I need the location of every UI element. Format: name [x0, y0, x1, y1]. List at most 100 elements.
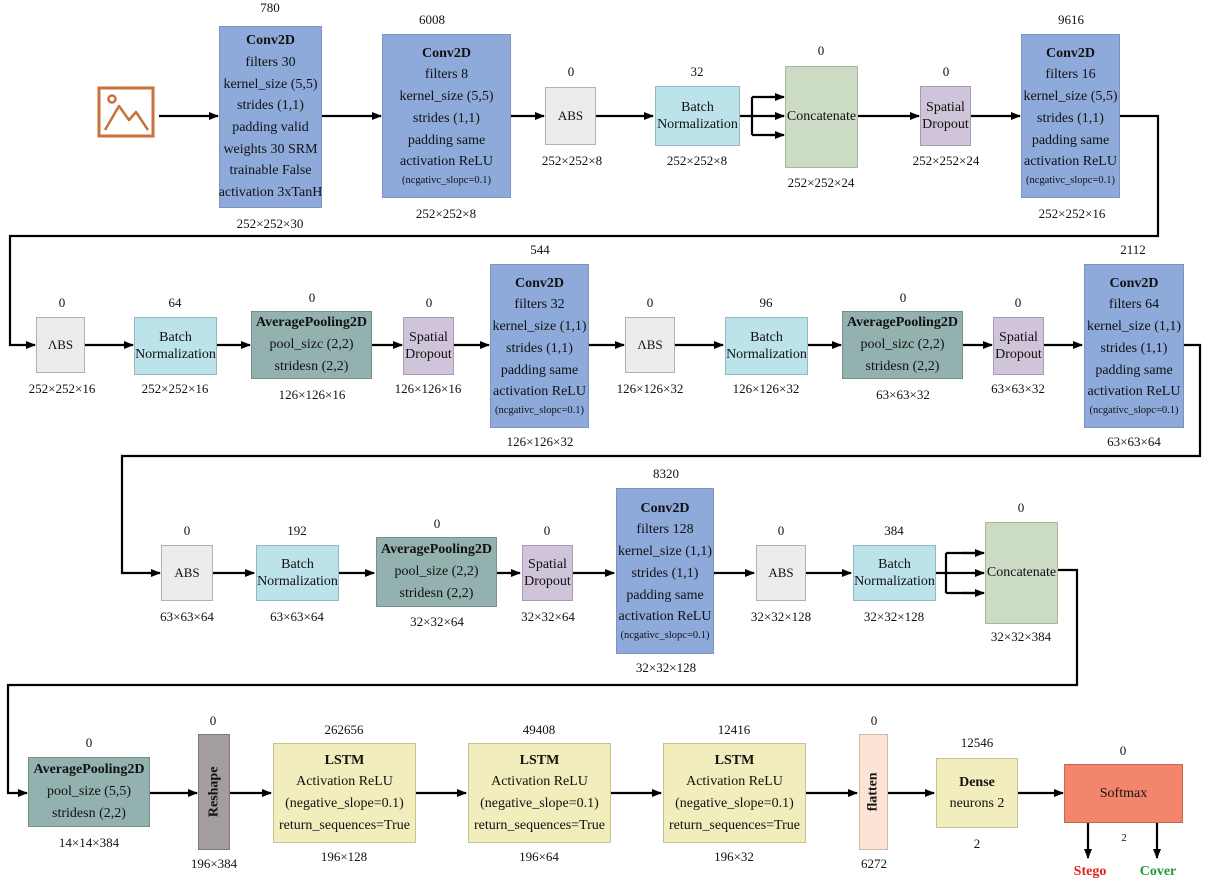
- abs3-shape: 126×126×32: [616, 381, 684, 396]
- sd2-line: Spatial: [409, 329, 448, 345]
- conv3-note: (ncgativc_slopc=0.1): [1025, 174, 1116, 186]
- conv2-line: strides (1,1): [413, 110, 480, 126]
- conv4-line: activation ReLU: [493, 384, 586, 400]
- sd1-params: 0: [942, 64, 950, 79]
- dense-params: 12546: [960, 735, 994, 750]
- sd4-params: 0: [543, 523, 551, 538]
- bn2-shape: 252×252×16: [141, 381, 209, 396]
- flatten-label: flatten: [865, 772, 881, 812]
- conv3-line: strides (1,1): [1037, 110, 1104, 126]
- conv2-line: kernel_size (5,5): [399, 89, 494, 105]
- lstm3-shape: 196×32: [714, 849, 754, 864]
- abs1-shape: 252×252×8: [541, 153, 603, 168]
- pool1-shape: 126×126×16: [278, 387, 346, 402]
- conv1-line: padding valid: [232, 120, 309, 135]
- pool2-shape: 63×63×32: [876, 387, 930, 402]
- conv2-note: (ncgativc_slopc=0.1): [401, 174, 492, 186]
- sd3-shape: 63×63×32: [991, 381, 1045, 396]
- conv2d-block-5: Conv2D filters 64 kernel_size (1,1) stri…: [1084, 264, 1184, 428]
- lstm-block-3: LSTM Activation ReLU (negative_slope=0.1…: [663, 743, 806, 843]
- sd2-params: 0: [425, 295, 433, 310]
- conv1-line: strides (1,1): [237, 98, 304, 114]
- abs5-shape: 32×32×128: [750, 609, 812, 624]
- bn5-params: 384: [884, 523, 904, 538]
- sd1-line: Spatial: [926, 99, 965, 115]
- bn1-params: 32: [690, 64, 704, 79]
- bn2-line: Batch: [159, 329, 192, 345]
- conv3-shape: 252×252×16: [1038, 206, 1106, 221]
- conv2-params: 6008: [419, 12, 445, 27]
- softmax-label: Softmax: [1099, 785, 1148, 801]
- concat1-label: Concatenate: [786, 109, 857, 125]
- lstm3-line: return_sequences=True: [668, 817, 800, 833]
- batch-norm-block-3: Batch Normalization: [725, 317, 808, 375]
- conv2d-block-2: Conv2D filters 8 kernel_size (5,5) strid…: [382, 34, 511, 198]
- pool4-title: AveragePooling2D: [33, 762, 145, 778]
- bn2-line: Normalization: [135, 347, 216, 362]
- reshape-label: Reshape: [206, 766, 222, 818]
- abs2-shape: 252×252×16: [28, 381, 96, 396]
- conv5-line: filters 64: [1108, 297, 1160, 313]
- spatial-dropout-block-4: Spatial Dropout: [522, 545, 573, 601]
- conv2-shape: 252×252×8: [415, 206, 477, 221]
- lstm3-params: 12416: [717, 722, 751, 737]
- average-pooling-block-4: AveragePooling2D pool_size (5,5) strides…: [28, 757, 150, 827]
- conv4-line: padding same: [500, 362, 579, 378]
- dense-block: Dense neurons 2: [936, 758, 1018, 828]
- pool3-shape: 32×32×64: [410, 614, 464, 629]
- pool4-line: stridesn (2,2): [52, 805, 126, 821]
- conv1-line: filters 30: [245, 54, 296, 70]
- conv3-line: kernel_size (5,5): [1023, 89, 1118, 105]
- abs-block-5: ABS: [756, 545, 806, 601]
- conv4-title: Conv2D: [514, 275, 564, 291]
- pool2-line: pool_sizc (2,2): [860, 337, 945, 353]
- image-icon: [97, 86, 155, 138]
- softmax-params: 0: [1119, 743, 1127, 758]
- spatial-dropout-block-3: Spatial Dropout: [993, 317, 1044, 375]
- dense-shape: 2: [973, 836, 981, 851]
- conv2d-block-4: Conv2D filters 32 kernel_size (1,1) stri…: [490, 264, 589, 428]
- abs-block-2: ΛBS: [36, 317, 85, 373]
- pool2-title: AveragePooling2D: [847, 315, 958, 331]
- conv1-line: weights 30 SRM: [223, 141, 318, 157]
- stego-output-label: Stego: [1073, 864, 1107, 879]
- conv1-line: activation 3xTanH: [218, 185, 323, 201]
- abs1-label: ABS: [557, 107, 584, 123]
- sd2-shape: 126×126×16: [394, 381, 462, 396]
- abs5-params: 0: [777, 523, 785, 538]
- conv6-shape: 32×32×128: [635, 660, 697, 675]
- conv6-params: 8320: [653, 466, 679, 481]
- lstm3-title: LSTM: [714, 752, 755, 768]
- lstm2-line: return_sequences=True: [473, 817, 605, 833]
- abs4-shape: 63×63×64: [160, 609, 214, 624]
- pool3-line: pool_size (2,2): [394, 564, 479, 580]
- lstm2-params: 49408: [522, 722, 556, 737]
- conv1-line: kernel_size (5,5): [223, 76, 318, 92]
- lstm1-params: 262656: [324, 722, 364, 737]
- conv1-params: 780: [260, 0, 280, 15]
- bn3-shape: 126×126×32: [732, 381, 800, 396]
- conv6-line: kernel_size (1,1): [617, 544, 713, 560]
- sd4-line: Dropout: [524, 574, 571, 589]
- lstm2-line: Activation ReLU: [491, 774, 588, 790]
- conv1-line: trainable False: [229, 163, 312, 179]
- conv3-line: padding same: [1031, 132, 1110, 148]
- pool3-params: 0: [433, 516, 441, 531]
- conv6-note: (ncgativc_slopc=0.1): [620, 629, 710, 641]
- conv4-shape: 126×126×32: [506, 434, 574, 449]
- pool4-shape: 14×14×384: [58, 835, 120, 850]
- abs5-label: ABS: [768, 564, 794, 580]
- conv5-line: kernel_size (1,1): [1086, 319, 1182, 335]
- abs2-label: ΛBS: [47, 336, 74, 352]
- sd4-shape: 32×32×64: [521, 609, 575, 624]
- lstm1-shape: 196×128: [320, 849, 368, 864]
- conv4-line: filters 32: [514, 297, 565, 313]
- concatenate-block-2: Concatenate: [985, 522, 1058, 624]
- conv5-line: activation ReLU: [1087, 384, 1181, 400]
- bn5-line: Batch: [878, 556, 911, 572]
- arrow-wrap-row1-row2: [8, 114, 1160, 349]
- pool1-title: AveragePooling2D: [256, 315, 367, 331]
- conv6-line: padding same: [626, 587, 704, 603]
- spatial-dropout-block-1: Spatial Dropout: [920, 86, 971, 146]
